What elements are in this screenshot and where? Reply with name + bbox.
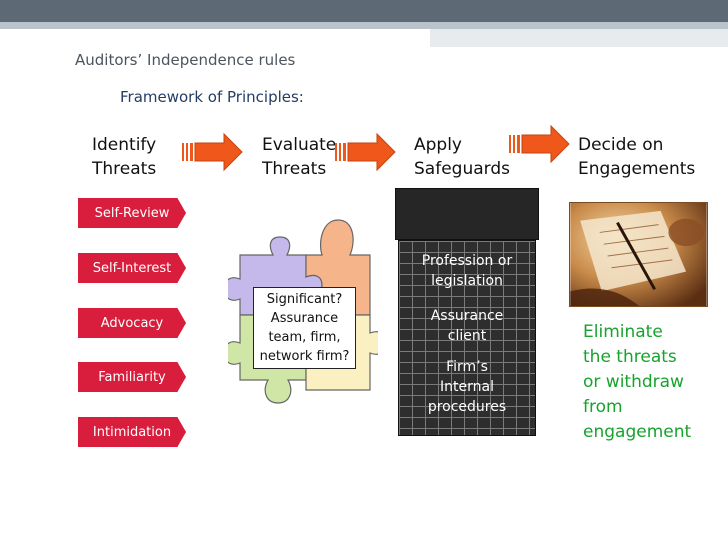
stage-line: Engagements <box>578 159 696 179</box>
pen-signing-document-image <box>569 202 708 307</box>
safeguard-line: Assurance <box>430 308 504 324</box>
top-accent-line <box>0 22 728 29</box>
decision-line: or withdraw <box>583 372 684 392</box>
safeguard-profession-legislation: Profession or legislation <box>398 251 536 291</box>
threat-self-interest: Self-Interest <box>78 253 186 283</box>
threat-advocacy: Advocacy <box>78 308 186 338</box>
safeguard-wall-top <box>395 188 539 240</box>
safeguard-line: legislation <box>431 273 503 289</box>
stage-line: Decide on <box>578 135 664 155</box>
safeguard-line: Internal <box>440 379 494 395</box>
safeguard-firm-internal-procedures: Firm’s Internal procedures <box>398 357 536 417</box>
top-accent-tab <box>430 29 728 47</box>
question-line: team, firm, <box>268 330 341 345</box>
safeguard-line: Profession or <box>421 253 513 269</box>
safeguard-brick-wall <box>398 240 536 436</box>
stage-line: Safeguards <box>414 159 510 179</box>
safeguard-line: procedures <box>427 399 507 415</box>
flow-arrow-icon <box>509 124 570 164</box>
flow-arrow-icon <box>182 132 243 172</box>
question-line: network firm? <box>259 349 350 364</box>
slide-subtitle: Framework of Principles: <box>120 88 304 106</box>
top-bar <box>0 0 728 22</box>
decision-line: the threats <box>583 347 677 367</box>
evaluation-question-box: Significant? Assurance team, firm, netwo… <box>253 287 356 369</box>
threat-familiarity: Familiarity <box>78 362 186 392</box>
stage-line: Threats <box>92 159 157 179</box>
stage-line: Threats <box>262 159 327 179</box>
decision-line: from <box>583 397 623 417</box>
safeguard-assurance-client: Assurance client <box>398 306 536 346</box>
decision-line: engagement <box>583 422 692 442</box>
question-line: Assurance <box>270 311 339 326</box>
question-line: Significant? <box>266 292 343 307</box>
decision-outcome-text: Eliminate the threats or withdraw from e… <box>583 320 691 445</box>
stage-evaluate-threats: Evaluate Threats <box>262 133 336 181</box>
threat-intimidation: Intimidation <box>78 417 186 447</box>
stage-identify-threats: Identify Threats <box>92 133 156 181</box>
flow-arrow-icon <box>335 132 396 172</box>
decision-line: Eliminate <box>583 322 663 342</box>
stage-apply-safeguards: Apply Safeguards <box>414 133 510 181</box>
safeguard-line: Firm’s <box>446 359 488 375</box>
stage-decide-on-engagements: Decide on Engagements <box>578 133 695 181</box>
safeguard-line: client <box>447 328 487 344</box>
stage-line: Identify <box>92 135 157 155</box>
slide-title: Auditors’ Independence rules <box>75 51 296 69</box>
threat-self-review: Self-Review <box>78 198 186 228</box>
stage-line: Apply <box>414 135 462 155</box>
stage-line: Evaluate <box>262 135 337 155</box>
